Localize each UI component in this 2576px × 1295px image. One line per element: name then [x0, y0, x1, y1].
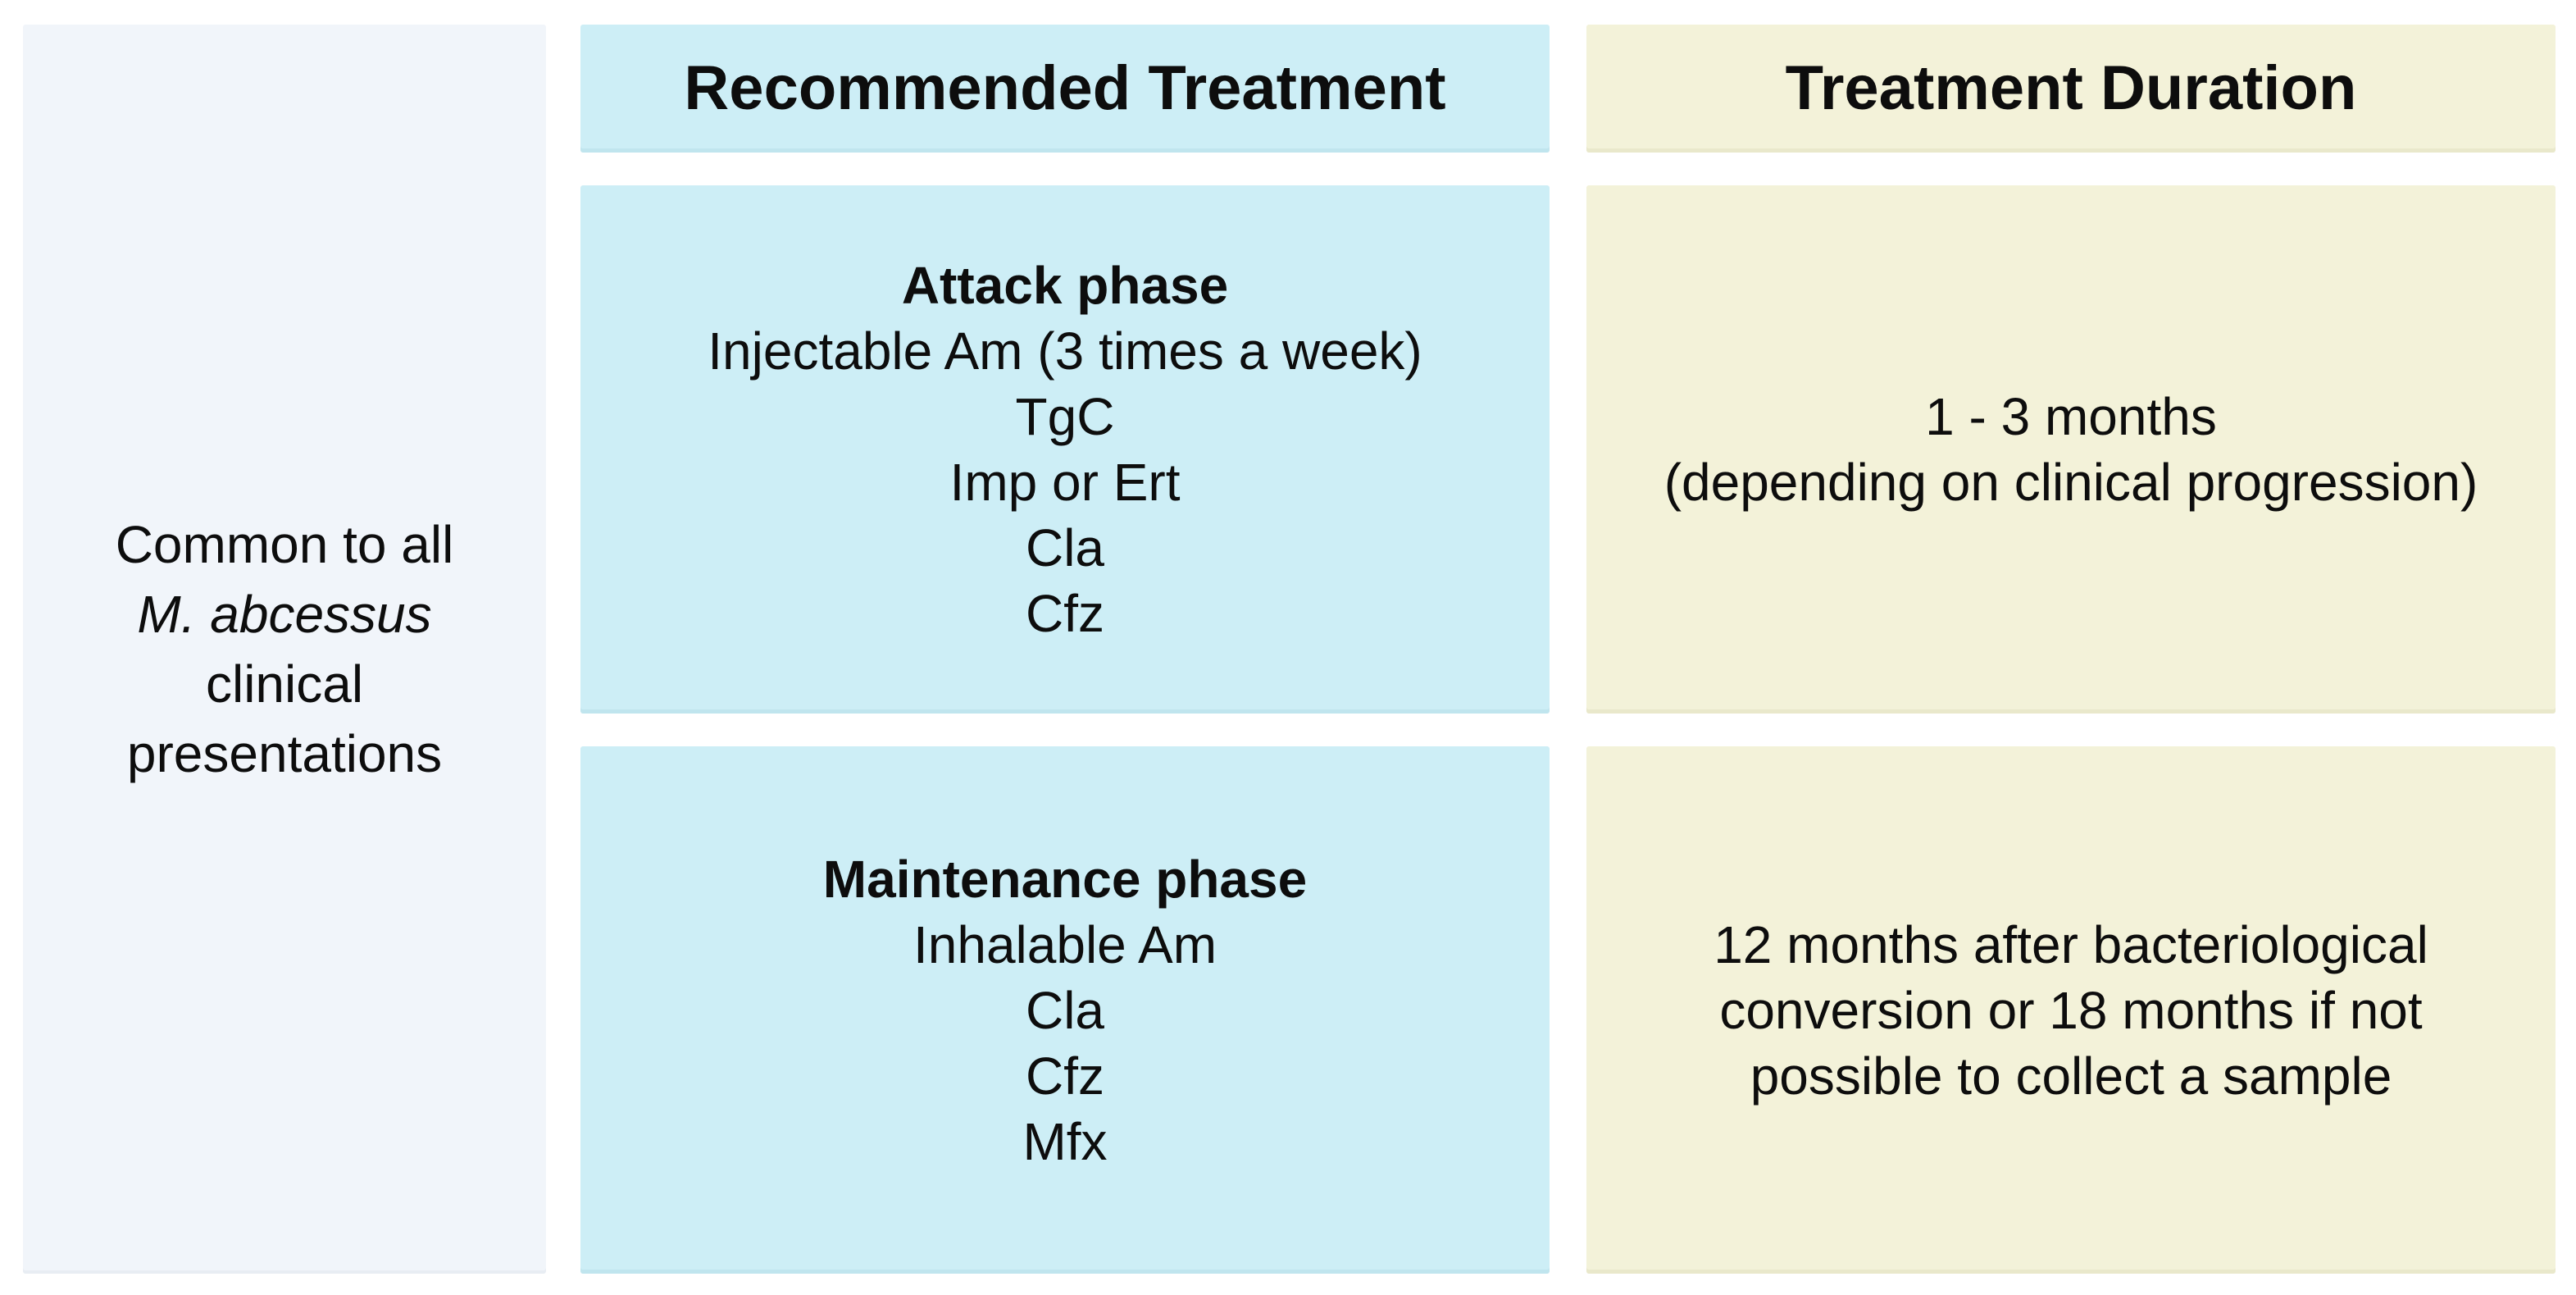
duration-line: conversion or 18 months if not	[1719, 980, 2423, 1040]
drug-line: Imp or Ert	[949, 453, 1181, 512]
drug-line: Mfx	[1022, 1111, 1108, 1171]
duration-line: possible to collect a sample	[1750, 1046, 2392, 1106]
attack-phase-cell: Attack phase Injectable Am (3 times a we…	[580, 185, 1550, 714]
attack-duration-cell: 1 - 3 months (depending on clinical prog…	[1586, 185, 2556, 714]
phase-title: Maintenance phase	[822, 849, 1308, 909]
row-scope-line: clinical	[205, 654, 364, 714]
drug-line: Cfz	[1026, 584, 1104, 643]
maintenance-phase-cell: Maintenance phase Inhalable Am Cla Cfz M…	[580, 746, 1550, 1274]
drug-line: Inhalable Am	[913, 914, 1217, 974]
row-scope-panel: Common to all M. abcessus clinical prese…	[23, 25, 546, 1274]
duration-line: (depending on clinical progression)	[1663, 453, 2478, 512]
row-scope-line: Common to all	[115, 514, 454, 574]
column-header-label: Treatment Duration	[1785, 53, 2357, 123]
duration-line: 12 months after bacteriological	[1714, 914, 2428, 974]
column-header-recommended-treatment: Recommended Treatment	[580, 25, 1550, 153]
row-scope-line: presentations	[126, 723, 443, 783]
maintenance-duration-cell: 12 months after bacteriological conversi…	[1586, 746, 2556, 1274]
column-header-label: Recommended Treatment	[684, 53, 1446, 123]
phase-title: Attack phase	[901, 256, 1229, 315]
duration-line: 1 - 3 months	[1925, 387, 2217, 446]
species-name: M. abcessus	[137, 584, 432, 644]
drug-line: Injectable Am (3 times a week)	[708, 321, 1422, 381]
column-header-treatment-duration: Treatment Duration	[1586, 25, 2556, 153]
drug-line: TgC	[1015, 387, 1115, 446]
drug-line: Cla	[1025, 980, 1105, 1040]
drug-line: Cfz	[1026, 1046, 1104, 1106]
drug-line: Cla	[1025, 518, 1105, 577]
